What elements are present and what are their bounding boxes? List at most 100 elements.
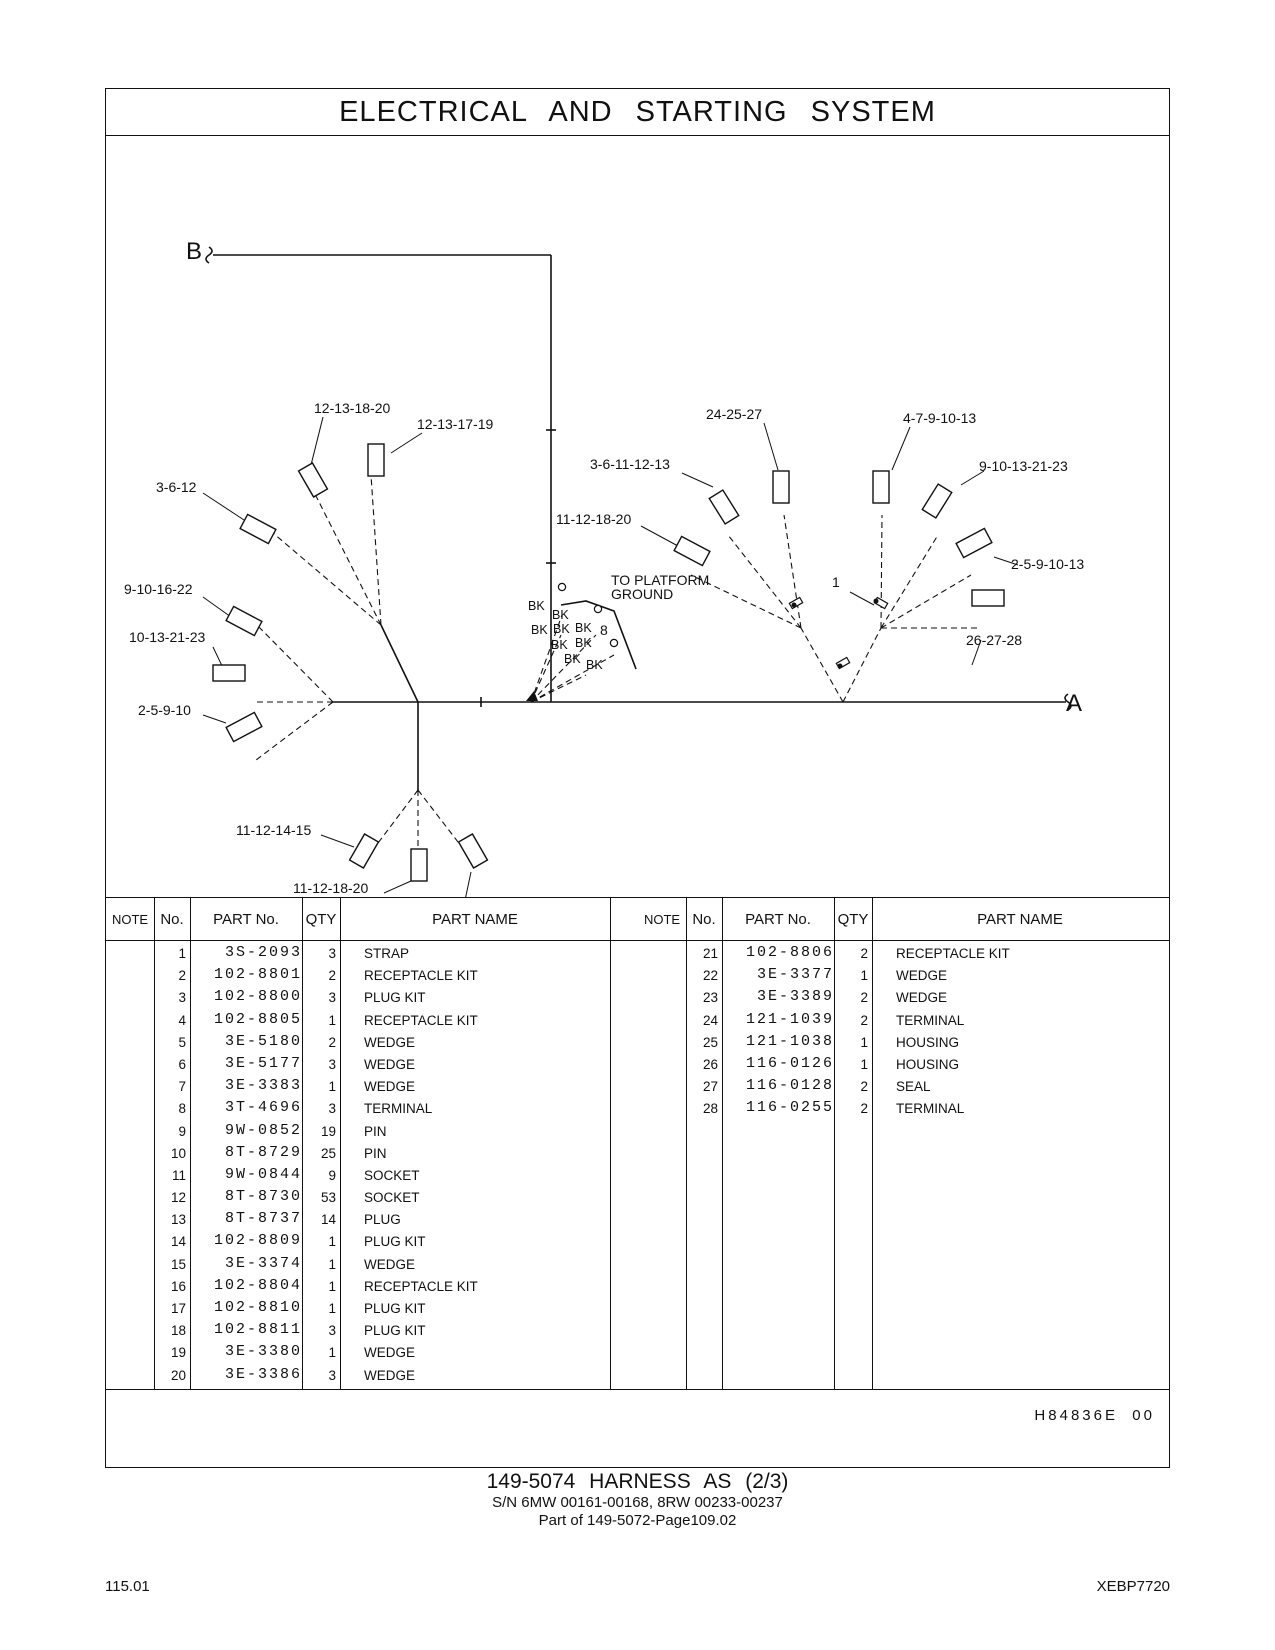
- item-number: 19: [170, 1345, 186, 1361]
- quantity: 3: [328, 1101, 336, 1117]
- part-number: 116-0126: [745, 1054, 834, 1072]
- item-number: 25: [702, 1034, 718, 1050]
- part-name: SOCKET: [364, 1167, 420, 1183]
- item-number: 6: [178, 1056, 186, 1072]
- connector: [212, 664, 246, 682]
- callout-label: 1: [832, 574, 840, 590]
- item-number: 7: [178, 1079, 186, 1095]
- item-number: 10: [170, 1145, 186, 1161]
- part-name: WEDGE: [364, 1345, 416, 1361]
- header-no: No.: [160, 910, 184, 928]
- harness-diagram: B A 12-13-18-20 12-13-17-19 3-6-12 9-10-…: [124, 238, 1084, 897]
- break-label-a: A: [1066, 690, 1082, 717]
- callout-label: 11-12-14-15: [236, 822, 311, 838]
- connector: [673, 535, 711, 567]
- figure-caption: 149-5074 HARNESS AS (2/3) S/N 6MW 00161-…: [105, 1470, 1170, 1530]
- part-number: 102-8810: [213, 1299, 302, 1316]
- part-number: 9W-0852: [224, 1121, 302, 1139]
- callout-label: 8: [600, 622, 608, 638]
- table-row: 5 3E-5180 2 WEDGE: [106, 1032, 638, 1054]
- page-title: ELECTRICAL AND STARTING SYSTEM: [106, 89, 1169, 136]
- quantity: 2: [328, 968, 336, 984]
- item-number: 15: [170, 1256, 186, 1272]
- ground-label: GROUND: [611, 586, 673, 602]
- quantity: 2: [860, 1079, 868, 1095]
- item-number: 26: [702, 1056, 718, 1072]
- quantity: 1: [328, 1345, 336, 1361]
- quantity: 14: [320, 1212, 336, 1228]
- part-number: 8T-8730: [224, 1188, 302, 1206]
- wire-color-label: BK: [586, 658, 603, 672]
- part-number: 121-1038: [745, 1032, 834, 1050]
- connector: [971, 589, 1005, 607]
- quantity: 2: [860, 1012, 868, 1028]
- connector: [239, 513, 277, 545]
- connector: [708, 489, 740, 525]
- header-no: No.: [692, 910, 716, 928]
- part-name: WEDGE: [364, 1367, 416, 1383]
- callout-label: 9-10-16-22: [124, 581, 193, 597]
- item-number: 22: [702, 968, 718, 984]
- part-name: WEDGE: [896, 968, 948, 984]
- part-number: 3T-4696: [224, 1099, 302, 1117]
- header-qty: QTY: [837, 910, 869, 928]
- part-name: PLUG KIT: [364, 1323, 426, 1339]
- quantity: 3: [328, 1056, 336, 1072]
- part-number: 3E-5180: [224, 1032, 302, 1050]
- item-number: 3: [178, 990, 186, 1006]
- part-number: 116-0128: [745, 1077, 834, 1095]
- callout-label: 9-10-13-21-23: [979, 458, 1068, 474]
- wire-color-label: BK: [564, 652, 581, 666]
- item-number: 24: [702, 1012, 718, 1028]
- branch-upper-left: [380, 624, 419, 703]
- connector: [348, 833, 380, 869]
- item-number: 14: [170, 1234, 186, 1250]
- quantity: 3: [328, 990, 336, 1006]
- item-number: 9: [178, 1123, 186, 1139]
- part-name: WEDGE: [364, 1034, 416, 1050]
- wire-color-label: BK: [553, 622, 570, 636]
- item-number: 2: [178, 968, 186, 984]
- header-part-no: PART No.: [745, 910, 811, 928]
- quantity: 1: [328, 1079, 336, 1095]
- quantity: 1: [328, 1234, 336, 1250]
- header-part-name: PART NAME: [977, 910, 1063, 928]
- part-number: 102-8805: [213, 1010, 302, 1028]
- connector: [410, 848, 428, 882]
- header-note: NOTE: [643, 911, 681, 927]
- quantity: 1: [328, 1301, 336, 1316]
- part-name: TERMINAL: [896, 1101, 965, 1117]
- part-name: HOUSING: [896, 1056, 960, 1072]
- callout-label: 2-5-9-10-13: [1011, 556, 1084, 572]
- part-name: SOCKET: [364, 1190, 420, 1206]
- part-number: 9W-0844: [224, 1165, 302, 1183]
- document-code: XEBP7720: [1096, 1578, 1170, 1595]
- caption-title: 149-5074 HARNESS AS (2/3): [486, 1470, 789, 1493]
- connector: [872, 470, 890, 504]
- quantity: 1: [328, 1012, 336, 1028]
- item-number: 13: [170, 1212, 186, 1228]
- part-name: PLUG KIT: [364, 990, 426, 1006]
- part-name: PLUG KIT: [364, 1301, 426, 1316]
- quantity: 19: [320, 1123, 336, 1139]
- connector: [921, 483, 953, 519]
- part-number: 3E-3374: [224, 1254, 302, 1272]
- quantity: 53: [320, 1190, 336, 1206]
- caption-part-of: Part of 149-5072-Page109.02: [538, 1512, 737, 1529]
- quantity: 2: [328, 1034, 336, 1050]
- table-header: NOTE No. PART No. QTY PART NAME: [638, 897, 1170, 941]
- item-number: 5: [178, 1034, 186, 1050]
